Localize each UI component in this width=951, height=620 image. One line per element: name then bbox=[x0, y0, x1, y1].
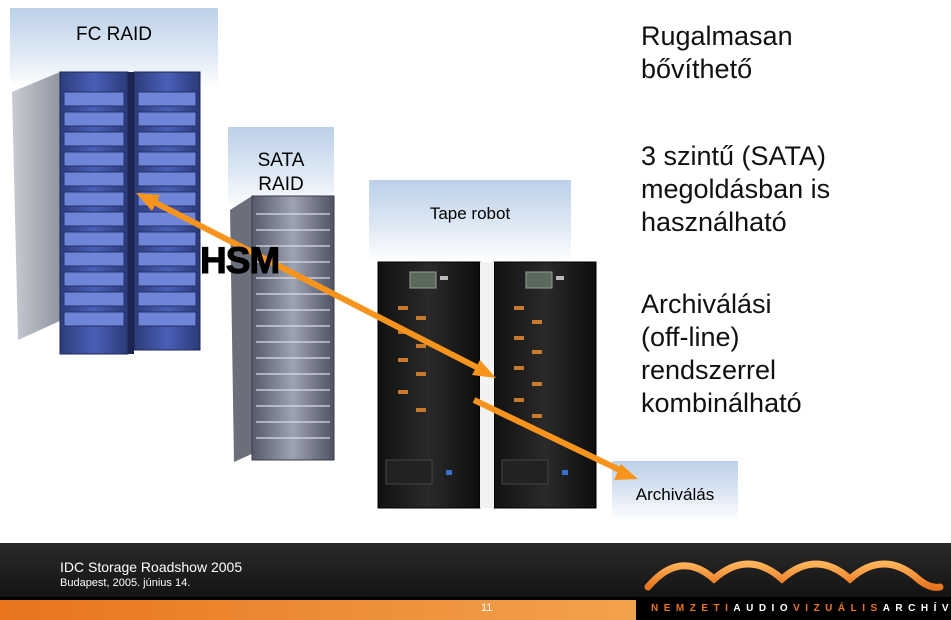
storage-hardware-illustration bbox=[12, 71, 638, 509]
page-number: 11 bbox=[481, 602, 493, 614]
org-name-part2: AUDIO bbox=[733, 603, 794, 614]
sata-raid-rack bbox=[230, 195, 335, 462]
tape-robot-label: Tape robot bbox=[429, 204, 511, 223]
fc-raid-label: FC RAID bbox=[76, 24, 152, 45]
org-name-part3: VIZUÁLIS bbox=[793, 603, 883, 614]
text-archivalasi: Archiválási bbox=[641, 289, 772, 319]
footer-orange-bar bbox=[0, 600, 636, 620]
org-name-part1: NEMZETI bbox=[651, 603, 734, 614]
footer-event: IDC Storage Roadshow 2005 bbox=[60, 559, 243, 575]
text-hasznalhato: használható bbox=[641, 207, 787, 237]
text-kombinalhato: kombinálható bbox=[641, 388, 802, 418]
hsm-arrow bbox=[136, 193, 496, 378]
archivalas-label-box: Archiválás bbox=[612, 461, 738, 521]
text-rugalmasan: Rugalmasan bbox=[641, 21, 793, 51]
text-bovitheto: bővíthető bbox=[641, 54, 753, 84]
nava-logo-waves bbox=[644, 560, 944, 591]
archive-arrow bbox=[472, 397, 638, 480]
tape-robot-label-box: Tape robot bbox=[369, 180, 571, 262]
footer-date: Budapest, 2005. június 14. bbox=[60, 577, 191, 589]
text-3-szintu: 3 szintű (SATA) bbox=[641, 141, 827, 171]
fc-raid-rack bbox=[12, 71, 201, 355]
org-name-part4: ARCHÍVUM bbox=[882, 603, 951, 614]
sata-raid-label-line2: RAID bbox=[258, 174, 304, 195]
tape-robot-cabinets bbox=[377, 261, 597, 509]
sata-raid-label-box: SATA RAID bbox=[228, 127, 334, 209]
text-off-line: (off-line) bbox=[641, 322, 740, 352]
text-rendszerrel: rendszerrel bbox=[641, 355, 777, 385]
nava-org-name: NEMZETIAUDIOVIZUÁLISARCHÍVUM bbox=[651, 603, 951, 614]
sata-raid-label-line1: SATA bbox=[257, 150, 305, 171]
text-megoldasban: megoldásban is bbox=[641, 174, 831, 204]
hsm-label: HSM bbox=[199, 240, 280, 282]
archivalas-label: Archiválás bbox=[635, 485, 715, 504]
